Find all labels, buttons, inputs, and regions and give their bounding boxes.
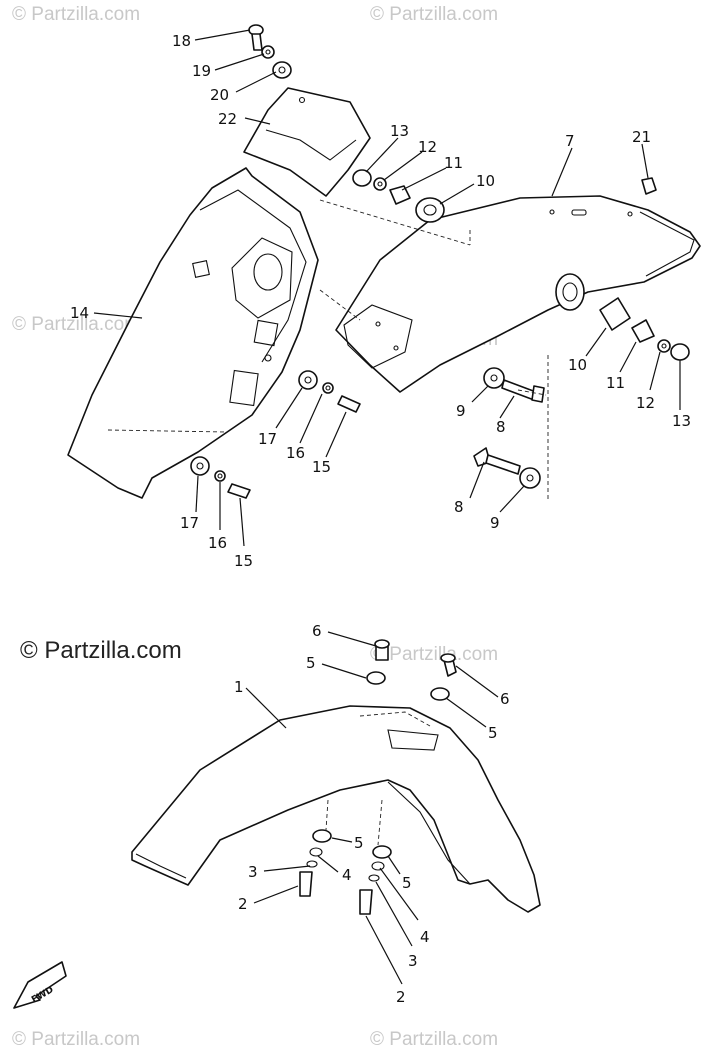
- callout-13-upper: 13: [390, 122, 409, 140]
- callout-17-upper: 17: [258, 430, 277, 448]
- part-14-inner-fender: [67, 167, 319, 499]
- callout-15-upper: 15: [312, 458, 331, 476]
- callout-4-left: 4: [342, 866, 352, 884]
- part-7-rear-fender: [335, 195, 701, 393]
- copyright-line-1: © Partzilla.com: [20, 637, 182, 664]
- callout-10-lower: 10: [568, 356, 587, 374]
- callout-13-lower: 13: [672, 412, 691, 430]
- callout-8-upper: 8: [496, 418, 506, 436]
- hardware-lower: [299, 639, 457, 915]
- callout-7: 7: [565, 132, 575, 150]
- callout-10-upper: 10: [476, 172, 495, 190]
- part-1-front-fender: [131, 705, 541, 913]
- callout-16-upper: 16: [286, 444, 305, 462]
- callout-14: 14: [70, 304, 89, 322]
- watermark-lower-right: © Partzilla.com: [370, 644, 498, 665]
- callout-3-left: 3: [248, 863, 258, 881]
- watermark-top-right: © Partzilla.com: [370, 4, 498, 25]
- callout-15-lower: 15: [234, 552, 253, 570]
- callout-12-lower: 12: [636, 394, 655, 412]
- fwd-arrow-icon: FWD: [13, 961, 67, 1009]
- watermark-top-left: © Partzilla.com: [12, 4, 140, 25]
- watermark-bottom-left: © Partzilla.com: [12, 1029, 140, 1048]
- callout-17-lower: 17: [180, 514, 199, 532]
- callout-3-right: 3: [408, 952, 418, 970]
- callout-2-right: 2: [396, 988, 406, 1006]
- callout-16-lower: 16: [208, 534, 227, 552]
- callout-6-right: 6: [500, 690, 510, 708]
- callout-1: 1: [234, 678, 244, 696]
- part-22-flap: [243, 87, 371, 197]
- leader-lines: [93, 29, 681, 985]
- callout-18: 18: [172, 32, 191, 50]
- hardware-upper: [190, 24, 690, 500]
- callout-9-upper: 9: [456, 402, 466, 420]
- callout-20: 20: [210, 86, 229, 104]
- callout-11-upper: 11: [444, 154, 463, 172]
- callout-5-lower-left: 5: [354, 834, 364, 852]
- callout-19: 19: [192, 62, 211, 80]
- callout-9-lower: 9: [490, 514, 500, 532]
- callout-4-right: 4: [420, 928, 430, 946]
- watermark-bottom-right: © Partzilla.com: [370, 1029, 498, 1048]
- callout-numbers: 18 19 20 22 13 12 11 10 7 21 14 10 11 12…: [70, 32, 691, 1006]
- callout-2-left: 2: [238, 895, 248, 913]
- callout-5-lower-right: 5: [402, 874, 412, 892]
- callout-21: 21: [632, 128, 651, 146]
- callout-22: 22: [218, 110, 237, 128]
- watermarks: © Partzilla.com © Partzilla.com © Partzi…: [12, 4, 498, 1048]
- callout-6-left: 6: [312, 622, 322, 640]
- callout-11-lower: 11: [606, 374, 625, 392]
- callout-8-lower: 8: [454, 498, 464, 516]
- callout-5-upper-left: 5: [306, 654, 316, 672]
- watermark-mid-left: © Partzilla.com: [12, 314, 140, 335]
- callout-12-upper: 12: [418, 138, 437, 156]
- callout-5-upper-right: 5: [488, 724, 498, 742]
